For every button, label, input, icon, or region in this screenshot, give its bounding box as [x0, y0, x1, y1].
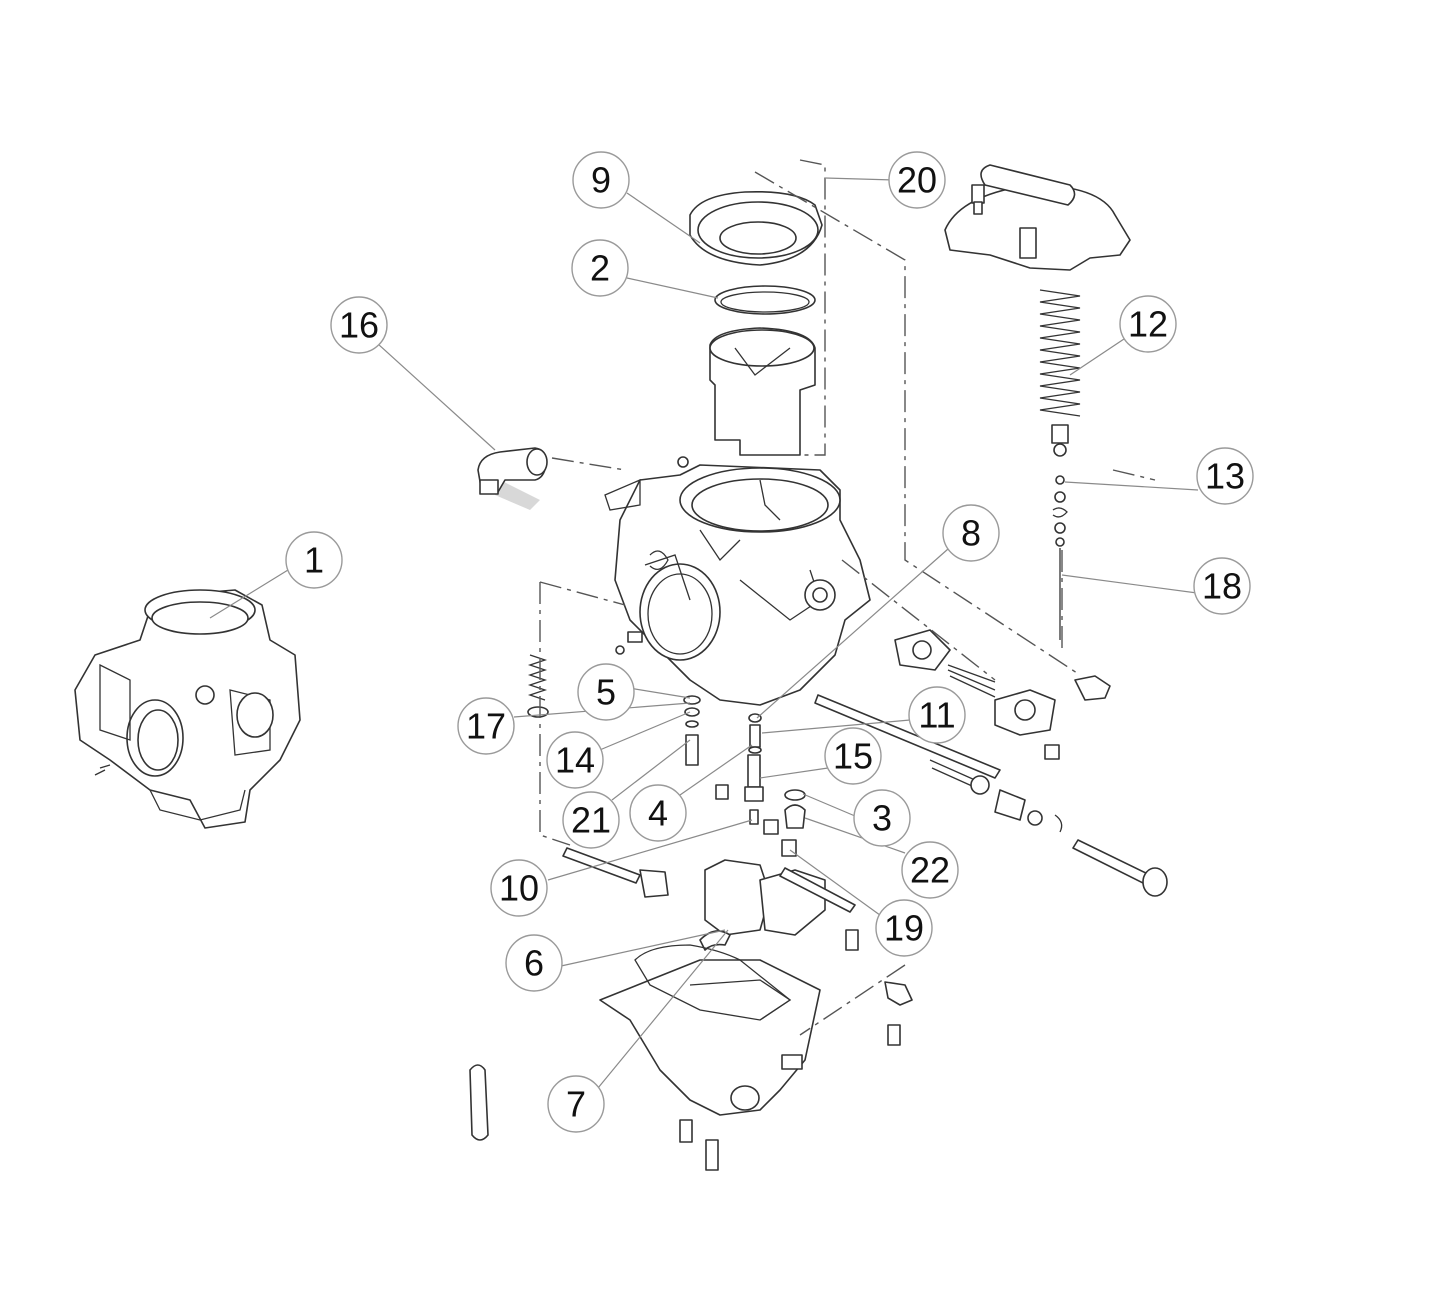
callout-14: 14 [546, 731, 604, 789]
callout-12: 12 [1119, 295, 1177, 353]
callout-5-label: 5 [596, 672, 616, 713]
callout-9-label: 9 [591, 160, 611, 201]
callout-11-label: 11 [918, 695, 955, 736]
vacuum-cover [944, 164, 1131, 271]
callout-21-label: 21 [571, 800, 611, 841]
side-cover-assembly [894, 629, 1111, 760]
assembled-carburetor [74, 589, 301, 829]
diaphragm-slide [709, 327, 816, 456]
elbow-fitting [477, 447, 548, 510]
callout-13-label: 13 [1205, 456, 1245, 497]
callout-22: 22 [901, 841, 959, 899]
callout-1-label: 1 [304, 540, 324, 581]
jet-needle [1051, 424, 1069, 640]
callout-6: 6 [505, 934, 563, 992]
callout-15: 15 [824, 727, 882, 785]
callout-18: 18 [1193, 557, 1251, 615]
shafts-and-screws [562, 694, 1168, 898]
callout-17-label: 17 [466, 706, 506, 747]
callout-17: 17 [457, 697, 515, 755]
callout-19-label: 19 [884, 908, 924, 949]
float-assembly [699, 859, 856, 951]
callout-7: 7 [547, 1075, 605, 1133]
callout-5: 5 [577, 663, 635, 721]
callout-4: 4 [629, 784, 687, 842]
callout-19: 19 [875, 899, 933, 957]
callout-3-label: 3 [872, 798, 892, 839]
callout-11: 11 [908, 686, 966, 744]
callout-20-label: 20 [897, 160, 937, 201]
callout-12-label: 12 [1128, 304, 1168, 345]
carburetor-body [604, 456, 871, 706]
callout-14-label: 14 [555, 740, 595, 781]
callout-10: 10 [490, 859, 548, 917]
callout-7-label: 7 [566, 1084, 586, 1125]
callout-20: 20 [888, 151, 946, 209]
callout-4-label: 4 [648, 793, 668, 834]
callout-22-label: 22 [910, 850, 950, 891]
jets-and-small-parts [527, 631, 806, 857]
float-bowl [469, 929, 913, 1171]
callout-16-label: 16 [339, 305, 379, 346]
assembly-lines [539, 159, 1156, 1036]
leader-lines [209, 177, 1199, 1089]
callout-21: 21 [562, 791, 620, 849]
callout-1: 1 [285, 531, 343, 589]
callout-2: 2 [571, 239, 629, 297]
top-cap-and-ring [689, 190, 823, 315]
spring-12 [1039, 289, 1081, 417]
callout-15-label: 15 [833, 736, 873, 777]
callout-8: 8 [942, 504, 1000, 562]
callout-18-label: 18 [1202, 566, 1242, 607]
callout-16: 16 [330, 296, 388, 354]
callout-3: 3 [853, 789, 911, 847]
callout-6-label: 6 [524, 943, 544, 984]
callout-2-label: 2 [590, 248, 610, 289]
callout-10-label: 10 [499, 868, 539, 909]
callout-9: 9 [572, 151, 630, 209]
callouts: 1 2 3 4 5 6 7 8 9 10 11 12 13 14 15 16 1… [285, 151, 1254, 1133]
callout-8-label: 8 [961, 513, 981, 554]
callout-13: 13 [1196, 447, 1254, 505]
